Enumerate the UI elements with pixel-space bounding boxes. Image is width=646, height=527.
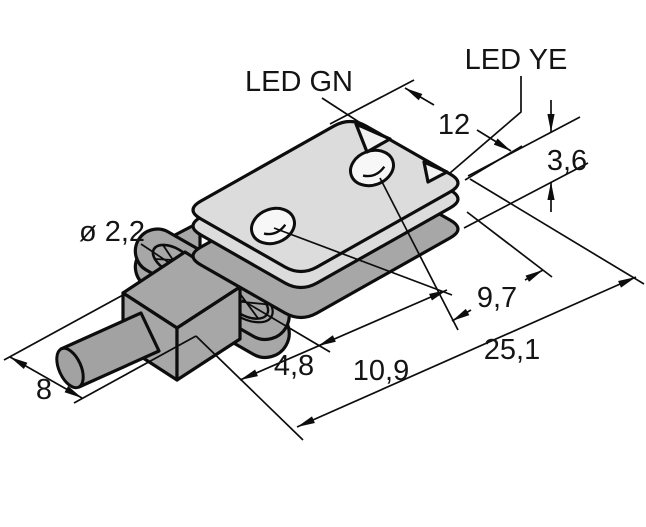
dimension-lines bbox=[9, 87, 637, 428]
led-yellow-leader bbox=[449, 76, 522, 174]
led-yellow-window bbox=[422, 160, 449, 184]
led-green-label: LED GN bbox=[245, 66, 353, 98]
dim-front-optic-label: 10,9 bbox=[353, 355, 409, 387]
hole-diameter-label: ø 2,2 bbox=[79, 216, 145, 248]
dim-rear-optic-label: 9,7 bbox=[477, 282, 517, 314]
led-yellow-label: LED YE bbox=[465, 44, 568, 76]
labels: LED GN LED YE ø 2,2 12 3,6 8 4,8 10,9 9,… bbox=[36, 44, 587, 406]
hole-diameter-leader bbox=[140, 243, 169, 263]
dim-height-label: 3,6 bbox=[547, 145, 587, 177]
optic-window-front bbox=[250, 206, 296, 246]
dim-width-label: 12 bbox=[438, 109, 470, 141]
dim-hole-offset-label: 4,8 bbox=[274, 350, 314, 382]
led-green-window bbox=[354, 122, 392, 154]
led-green-leader bbox=[321, 97, 363, 125]
dim-total-length-label: 25,1 bbox=[484, 334, 540, 366]
dim-cable-block-label: 8 bbox=[36, 374, 52, 406]
